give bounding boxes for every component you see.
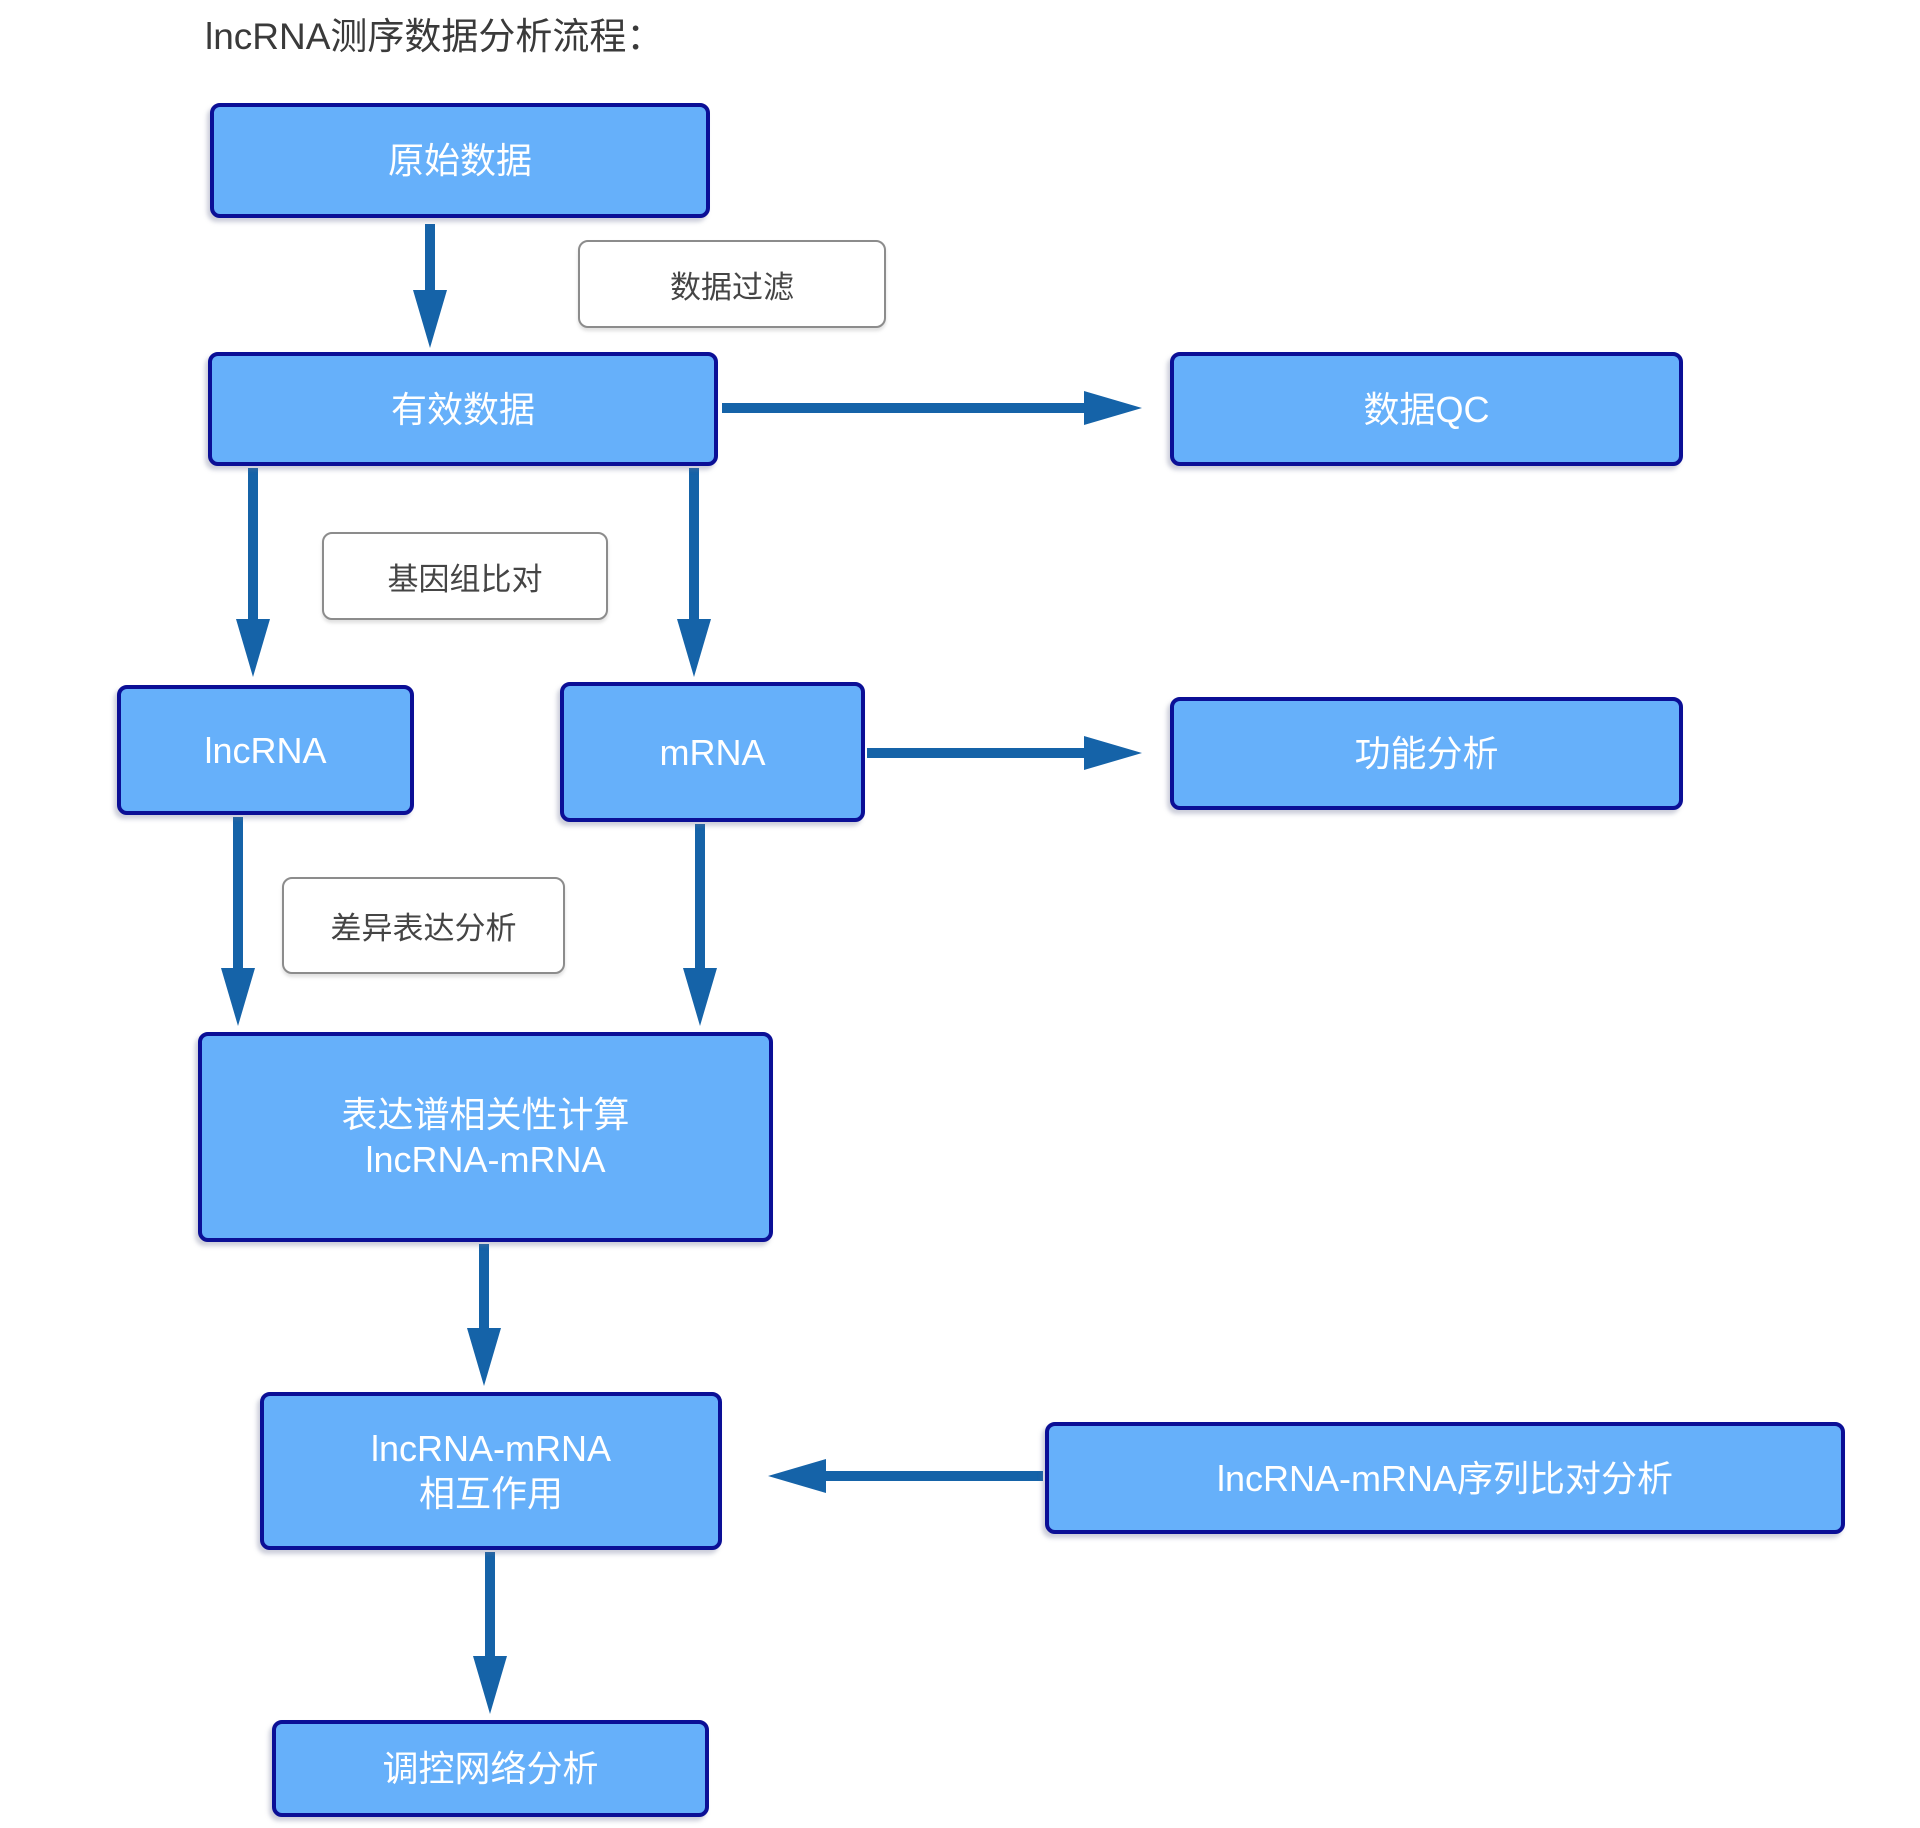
arrow-valid-to-mrna [677,468,711,677]
arrow-valid-to-lncrna [236,468,270,677]
arrow-mrna-to-expr [683,824,717,1026]
arrow-seqalign-to-interaction [768,1459,1043,1493]
arrow-mrna-to-functional [867,736,1142,770]
node-expression-correlation: 表达谱相关性计算 lncRNA-mRNA [198,1032,773,1242]
node-mrna-label: mRNA [659,731,766,773]
edge-label-genome-alignment: 基因组比对 [322,532,608,620]
edge-label-differential-expression-text: 差异表达分析 [330,911,517,946]
edge-label-data-filter: 数据过滤 [578,240,886,328]
page-title: lncRNA测序数据分析流程： [205,16,664,57]
node-sequence-alignment-analysis-label: lncRNA-mRNA序列比对分析 [1216,1457,1673,1499]
arrow-lncrna-to-expr [221,817,255,1026]
node-regulatory-network-analysis: 调控网络分析 [272,1720,709,1817]
arrow-raw-to-valid [413,224,447,348]
node-lncrna: lncRNA [117,685,414,815]
node-sequence-alignment-analysis: lncRNA-mRNA序列比对分析 [1045,1422,1845,1534]
edge-label-genome-alignment-text: 基因组比对 [387,561,543,597]
node-lncrna-mrna-interaction-label: lncRNA-mRNA 相互作用 [370,1428,611,1514]
node-valid-data-label: 有效数据 [390,388,535,430]
node-regulatory-network-analysis-label: 调控网络分析 [382,1748,599,1789]
node-lncrna-mrna-interaction: lncRNA-mRNA 相互作用 [260,1392,722,1550]
arrow-valid-to-qc [722,391,1142,425]
node-data-qc: 数据QC [1170,352,1683,466]
arrow-interaction-to-regnet [473,1552,507,1714]
node-valid-data: 有效数据 [208,352,718,466]
arrow-expr-to-interaction [467,1244,501,1386]
node-functional-analysis: 功能分析 [1170,697,1683,810]
node-data-qc-label: 数据QC [1363,388,1490,430]
edge-label-data-filter-text: 数据过滤 [670,269,794,305]
node-expression-correlation-label: 表达谱相关性计算 lncRNA-mRNA [341,1094,630,1180]
node-functional-analysis-label: 功能分析 [1354,733,1499,774]
node-mrna: mRNA [560,682,865,822]
node-raw-data-label: 原始数据 [387,140,532,181]
node-lncrna-label: lncRNA [204,729,327,771]
edge-label-differential-expression: 差异表达分析 [282,877,565,974]
node-raw-data: 原始数据 [210,103,710,218]
